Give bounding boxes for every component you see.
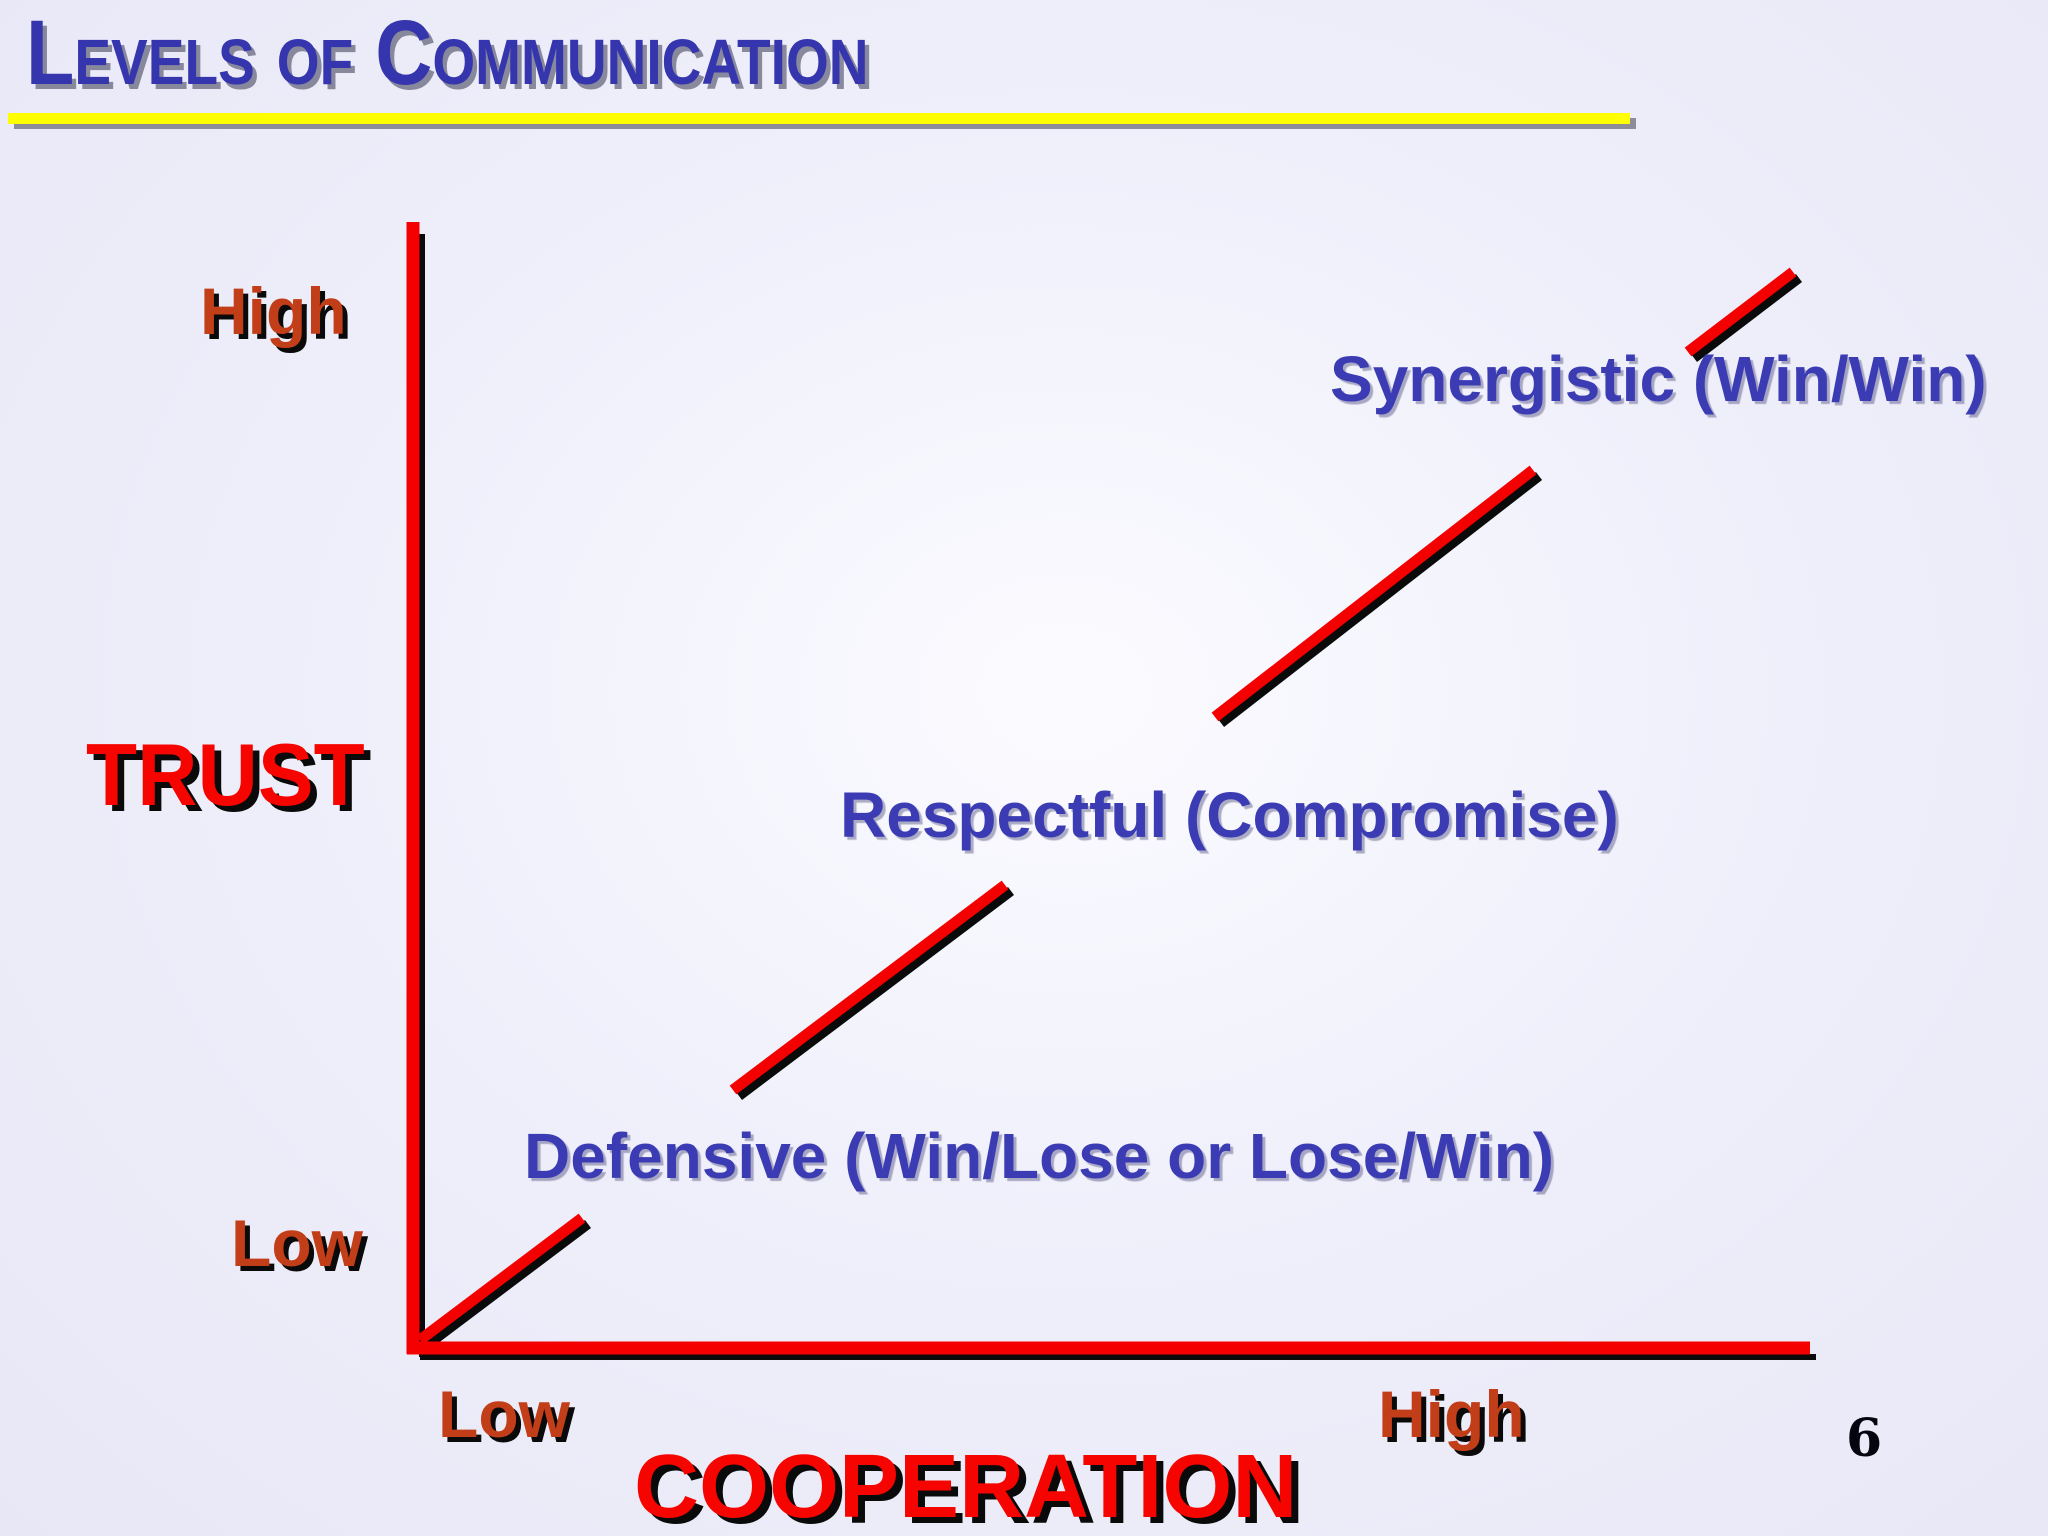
x-axis-low-label: Low (438, 1377, 570, 1451)
respectful-segment (729, 880, 1009, 1095)
defensive-segment-shadow (422, 1220, 592, 1350)
title-underline (8, 113, 1630, 124)
synergistic-segment-shadow (1690, 274, 1803, 362)
upper-middle-segment (1211, 465, 1537, 722)
respectful-segment-shadow (735, 887, 1015, 1100)
level-label-respectful: Respectful (Compromise) (840, 779, 1619, 851)
x-axis-high-label: High (1378, 1377, 1525, 1451)
slide-title: Levels of Communication (26, 2, 869, 104)
x-axis-title: COOPERATION (634, 1437, 1298, 1536)
level-label-synergistic: Synergistic (Win/Win) (1330, 343, 1987, 415)
page-number: 6 (1846, 1408, 1883, 1469)
level-label-defensive: Defensive (Win/Lose or Lose/Win) (524, 1120, 1555, 1192)
y-axis-low-label: Low (231, 1206, 363, 1280)
y-axis-high-label: High (200, 274, 347, 348)
y-axis-title: TRUST (86, 725, 365, 824)
synergistic-segment (1684, 267, 1797, 357)
defensive-segment (416, 1213, 586, 1345)
upper-middle-segment-shadow (1217, 472, 1543, 727)
